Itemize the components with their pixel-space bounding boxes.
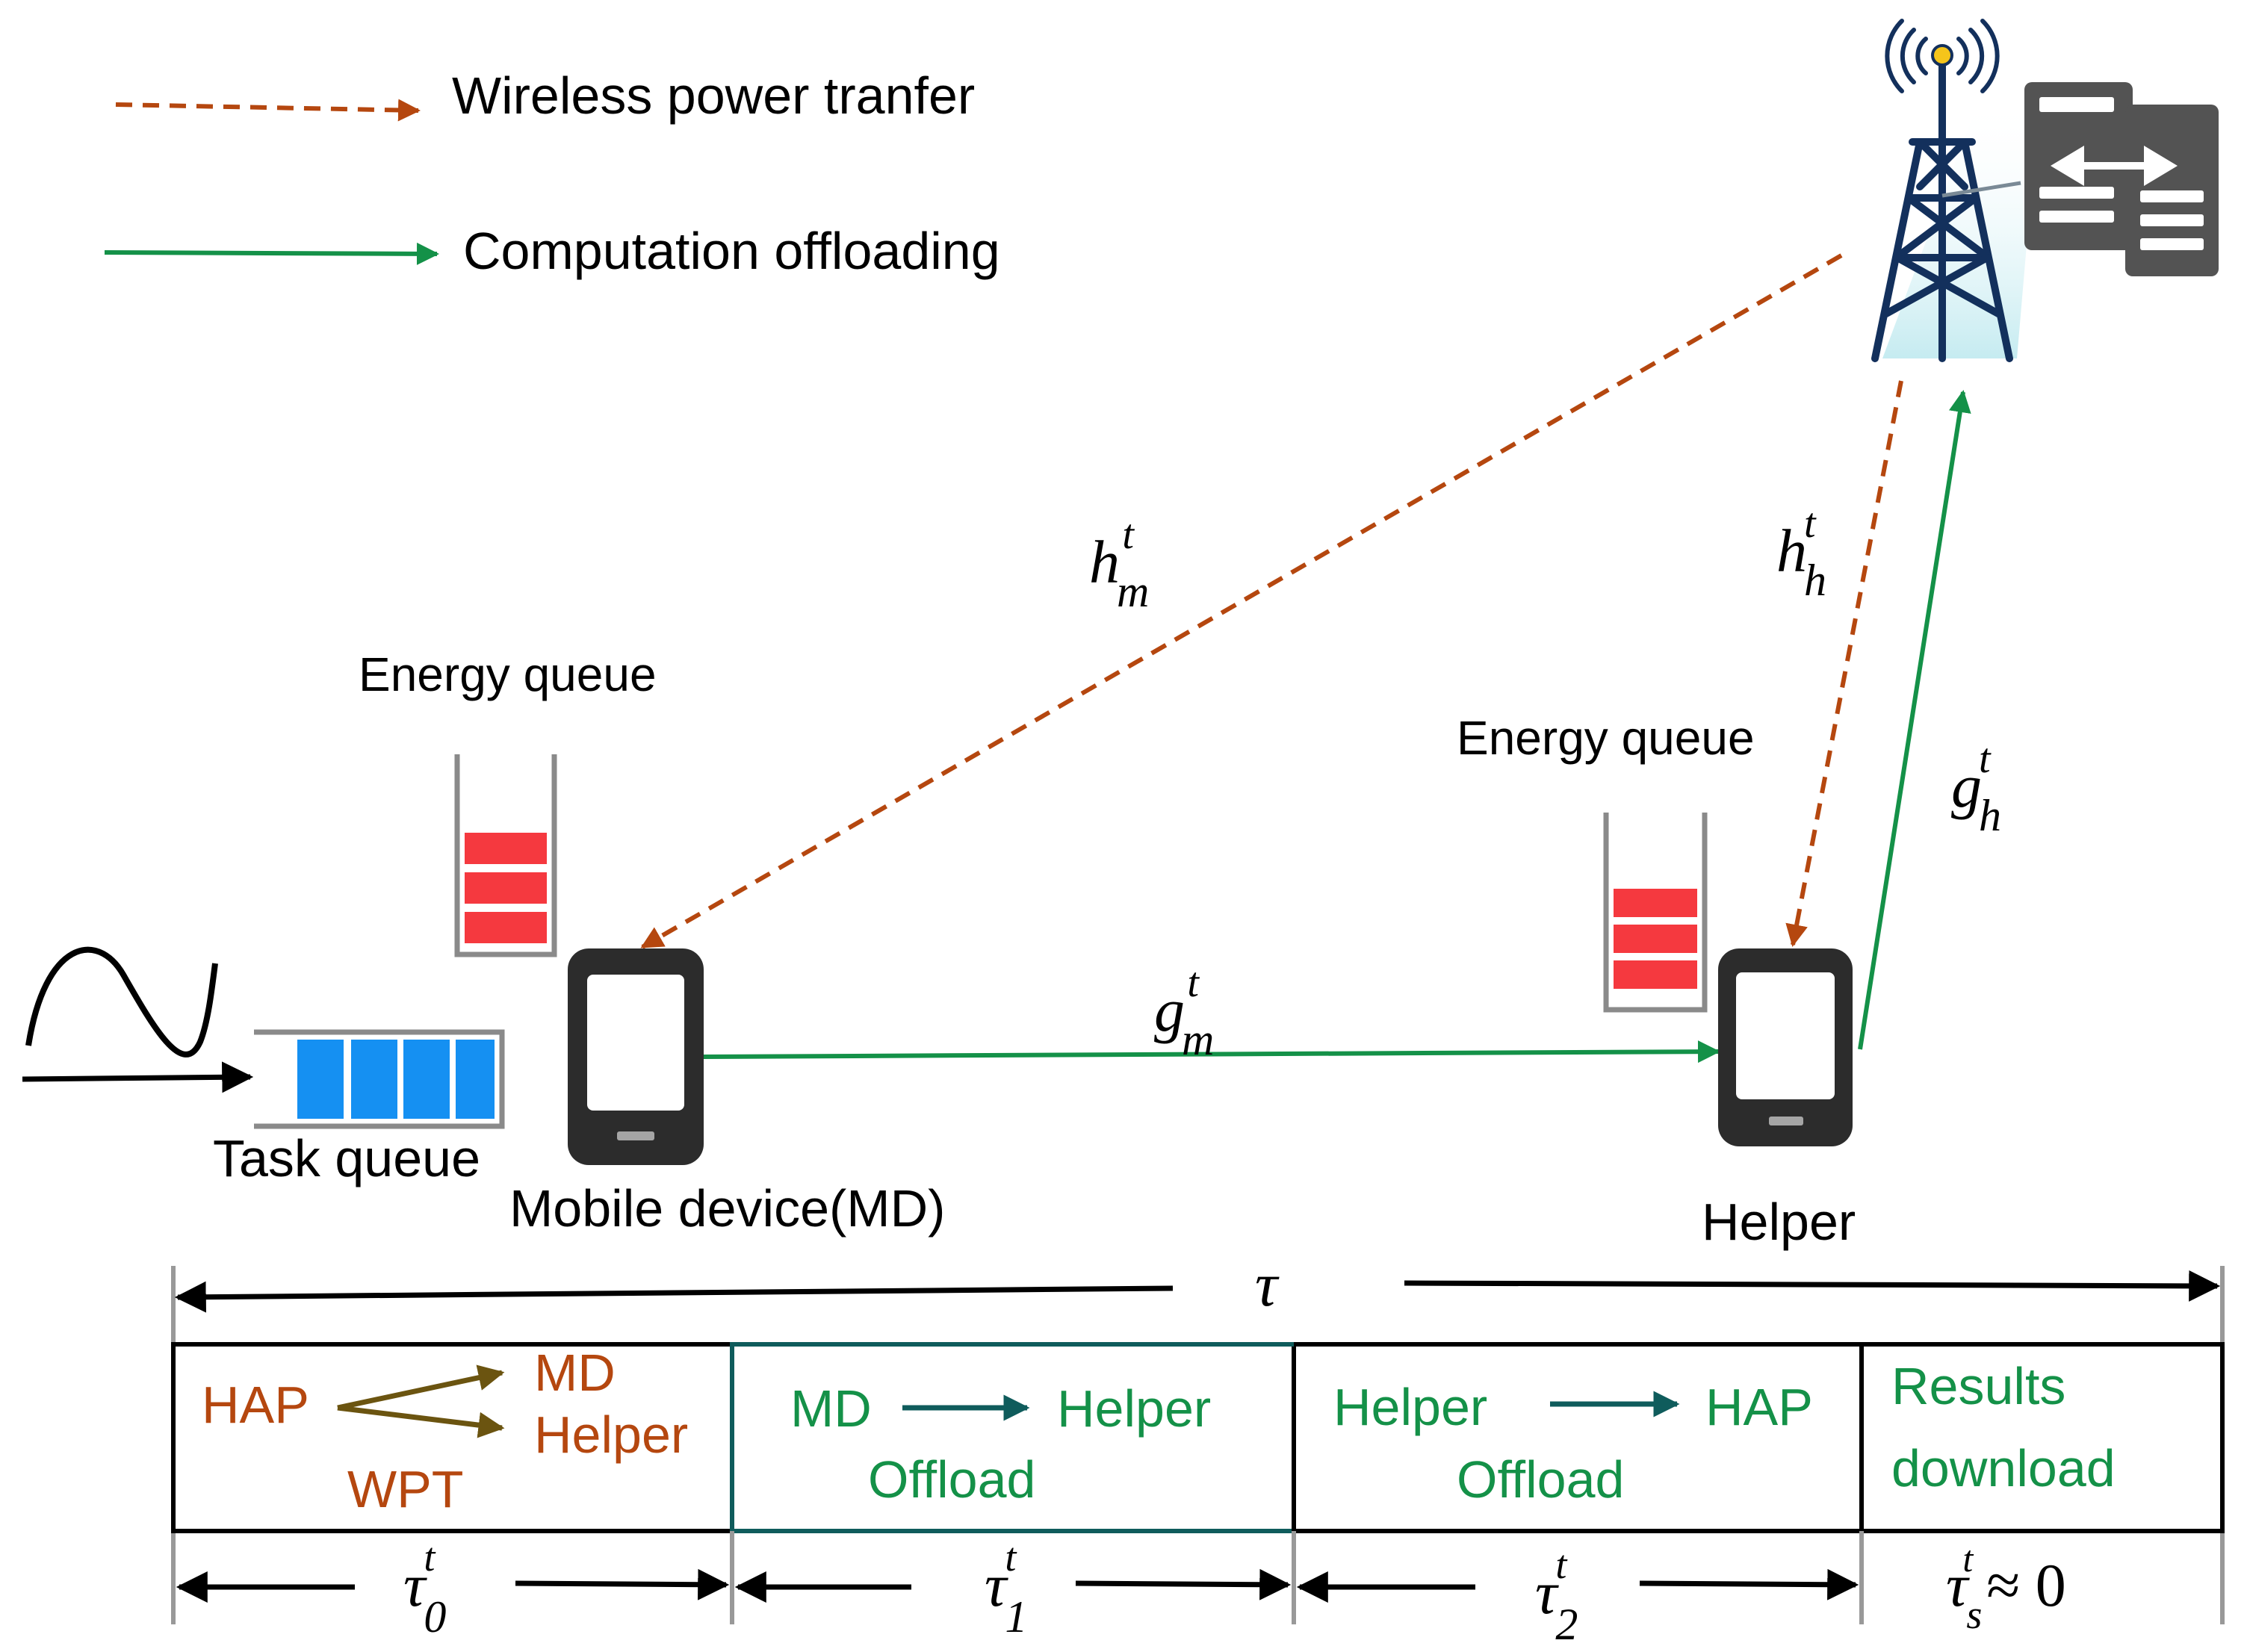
task-block [351, 1040, 397, 1119]
offload-arrow-md-to-helper [703, 1040, 1720, 1063]
task-arrival-arrow [22, 1061, 254, 1093]
download-line2: download [1891, 1439, 2116, 1497]
tau1-label: τ1t [985, 1535, 1027, 1642]
task-arrival-wave-icon [25, 946, 218, 1058]
wpt-arrow-to-helper [337, 1405, 505, 1438]
legend: Wireless power tranfer Computation offlo… [104, 66, 1000, 280]
helper-offload-to-label: HAP [1705, 1378, 1813, 1436]
helper-offload-from-label: Helper [1333, 1378, 1487, 1436]
task-block [456, 1040, 495, 1119]
offload-legend-arrow [104, 242, 439, 265]
tau-label: τ [1255, 1250, 1280, 1320]
channel-label-h-m: hmt [1089, 512, 1149, 616]
taus-label: τst≈ 0 [1946, 1538, 2066, 1637]
channel-arrows [640, 253, 1971, 1063]
tau0-label: τ0t [403, 1535, 446, 1642]
wpt-legend-label: Wireless power tranfer [452, 66, 975, 125]
channel-label-h-h: hht [1776, 500, 1826, 605]
tau1-arrow-right [1075, 1568, 1292, 1600]
base-station-icon [1871, 19, 2039, 362]
md-label: Mobile device(MD) [509, 1179, 945, 1238]
download-slot [1859, 1342, 2225, 1533]
task-queue-label: Task queue [213, 1129, 480, 1187]
mobile-device-icon [568, 948, 704, 1165]
helper-offload-caption: Offload [1457, 1450, 1624, 1509]
wpt-from-label: HAP [202, 1376, 309, 1434]
tau-arrow-left [174, 1281, 1174, 1313]
helper-device-icon [1718, 948, 1853, 1146]
task-queue [254, 1029, 505, 1129]
wpt-arrow-hap-to-helper [1785, 380, 1903, 947]
energy-level [1614, 960, 1697, 989]
helper-label: Helper [1702, 1193, 1856, 1251]
md-offload-caption: Offload [868, 1450, 1035, 1509]
offload-legend-label: Computation offloading [463, 222, 1000, 280]
energy-level [465, 872, 547, 904]
helper-energy-queue-label: Energy queue [1457, 711, 1755, 765]
wpt-to-md-label: MD [534, 1344, 616, 1402]
tau0-arrow-right [515, 1568, 730, 1600]
wpt-to-helper-label: Helper [534, 1406, 688, 1464]
channel-label-g-h: ght [1951, 736, 2001, 840]
download-line1: Results [1891, 1357, 2065, 1415]
energy-level [465, 833, 547, 864]
wpt-legend-arrow [115, 99, 421, 122]
wpt-caption: WPT [347, 1460, 464, 1518]
wpt-arrow-to-md [337, 1364, 505, 1411]
energy-level [465, 912, 547, 943]
helper-energy-queue [1603, 813, 1708, 1013]
md-offload-to-label: Helper [1057, 1379, 1211, 1438]
md-energy-queue-label: Energy queue [359, 648, 657, 701]
energy-level [1614, 889, 1697, 917]
task-block [403, 1040, 450, 1119]
md-offload-from-label: MD [790, 1379, 872, 1438]
tau2-arrow-right [1639, 1568, 1859, 1600]
mec-server-icon [1941, 82, 2219, 276]
channel-label-g-m: gmt [1154, 960, 1214, 1064]
task-block [297, 1040, 344, 1119]
wpt-arrow-hap-to-md [640, 253, 1843, 949]
time-frame: τ HAP MD Helper WPT MD Helper Offload He… [171, 1250, 2225, 1649]
tau-arrow-right [1404, 1270, 2221, 1302]
offload-arrow-helper-to-hap [1858, 390, 1971, 1050]
md-energy-queue [454, 754, 557, 957]
energy-level [1614, 925, 1697, 953]
tau2-label: τ2t [1535, 1542, 1578, 1649]
